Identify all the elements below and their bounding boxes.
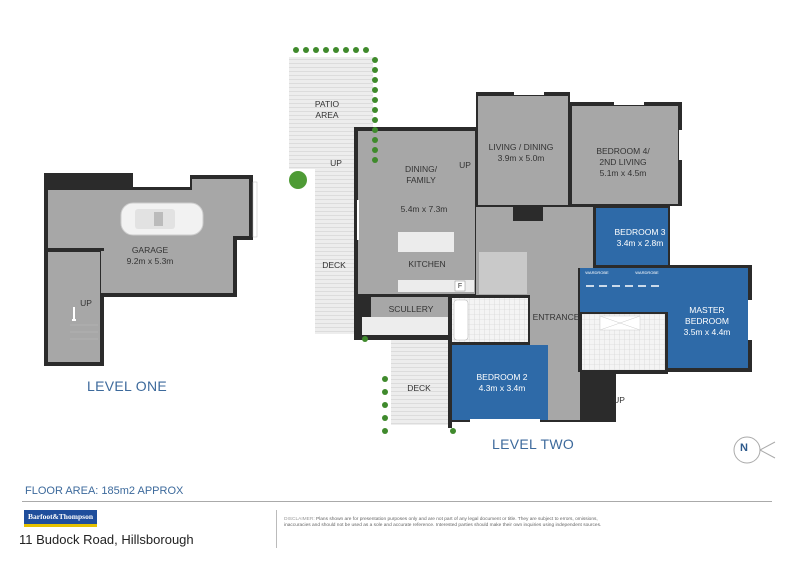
master-bedroom-floor [580,268,748,368]
stairs [479,252,527,294]
master-line1: MASTER [689,305,725,315]
garage-size: 9.2m x 5.3m [126,256,174,266]
living-dining-size: 3.9m x 5.0m [497,153,545,163]
compass-icon [733,436,776,464]
bedroom3-size: 3.4m x 2.8m [616,238,664,248]
wardrobe-label-2: WARDROBE [635,270,659,275]
fridge-label: F [457,283,463,290]
dining-family-line1: DINING/ [404,164,438,174]
level-two-title: LEVEL TWO [492,436,575,452]
master-line2: BEDROOM [685,316,729,326]
dining-up-label: UP [459,160,471,170]
garage-name: GARAGE [131,245,169,255]
bedroom3-name: BEDROOM 3 [614,227,666,237]
property-address: 11 Budock Road, Hillsborough [19,532,194,547]
entrance-label: ENTRANCE [532,312,580,322]
bedroom4-line1: BEDROOM 4/ [596,146,650,156]
footer-separator [276,510,277,548]
disclaimer: DISCLAIMER: Plans shown are for presenta… [284,517,614,530]
garage-up-label: UP [80,298,92,308]
bedroom4-size: 5.1m x 4.5m [599,168,647,178]
deck-upper [315,169,357,334]
level-two-plan [289,47,752,434]
agency-logo: Barfoot&Thompson [24,510,97,527]
tree-icons [289,47,456,434]
bedroom2-floor [452,345,548,420]
patio-up-label: UP [330,158,342,168]
level-one-plan [44,173,258,366]
bedroom2-size: 4.3m x 3.4m [478,383,526,393]
dining-family-line2: FAMILY [406,175,436,185]
car-icon [120,202,204,236]
disclaimer-text: Plans shown are for presentation purpose… [284,517,602,529]
living-dining-name: LIVING / DINING [488,142,554,152]
patio-name-line1: PATIO [314,99,340,109]
garage-window [252,181,258,238]
scullery-floor [371,297,448,317]
footer-divider [22,501,772,502]
dining-family-size: 5.4m x 7.3m [400,204,448,214]
deck-lower-label: DECK [407,383,431,393]
deck-upper-label: DECK [322,260,346,270]
kitchen-label: KITCHEN [408,259,446,269]
floor-area: FLOOR AREA: 185m2 APPROX [25,485,184,497]
wardrobe-label-1: WARDROBE [585,270,609,275]
dining-family-label: DINING/FAMILY [405,164,437,186]
compass-label: N [740,442,748,454]
level-one-title: LEVEL ONE [87,378,167,394]
bedroom2-name: BEDROOM 2 [476,372,528,382]
scullery-label: SCULLERY [388,304,434,314]
kitchen-island [398,232,454,252]
deck-lower [391,333,451,425]
north-compass: N [731,428,777,479]
disclaimer-label: DISCLAIMER: [284,517,315,522]
master-size: 3.5m x 4.4m [683,327,731,337]
bedroom4-floor [572,106,678,204]
patio-name-line2: AREA [315,110,339,120]
bedroom4-line2: 2ND LIVING [599,157,647,167]
bedroom3-floor [596,208,668,265]
dining-family-floor [358,131,475,294]
entry-up-label: UP [613,395,625,405]
living-dining-floor [478,96,568,205]
